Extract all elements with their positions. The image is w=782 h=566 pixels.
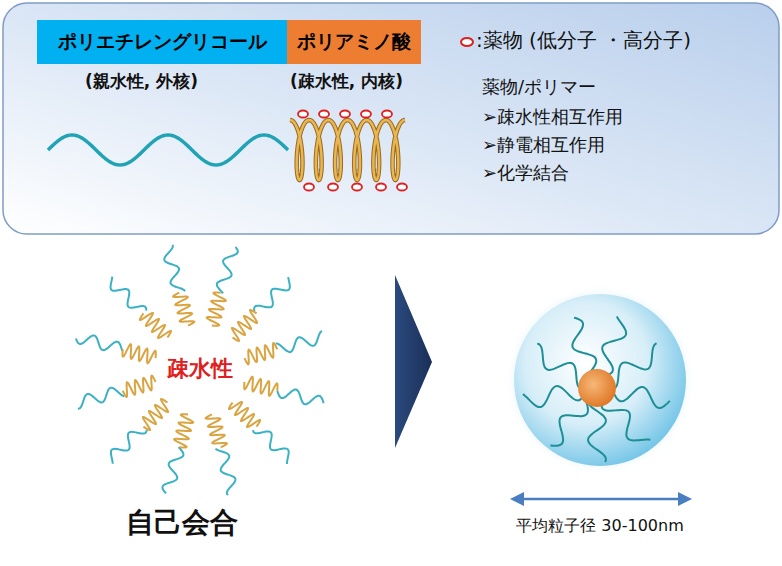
micelle-sphere: [514, 294, 686, 466]
coil-outline: [290, 120, 405, 180]
sphere-peg: [588, 404, 606, 462]
sphere-peg: [615, 343, 656, 387]
micelle-coil: [122, 344, 155, 363]
sphere-peg: [523, 386, 582, 407]
micelle-peg: [277, 390, 323, 405]
drug-dot: [352, 184, 362, 191]
micelle-coil: [244, 377, 277, 396]
sphere-chains: [523, 316, 670, 462]
sphere-peg: [537, 344, 579, 388]
sphere-halo: [504, 284, 696, 476]
drug-dot: [304, 184, 314, 191]
size-arrow: [510, 492, 692, 506]
drug-dots: [298, 111, 407, 191]
sphere-peg: [602, 316, 626, 375]
micelle-coil: [232, 310, 257, 341]
micelle-coil: [206, 414, 227, 447]
drug-dot: [376, 184, 386, 191]
drug-dot: [340, 111, 350, 118]
property-label: (疎水性, 内核): [290, 71, 403, 91]
micelle-peg: [162, 447, 183, 493]
micelle-peg: [111, 430, 147, 464]
micelle-coil: [244, 343, 277, 364]
top-panel: [3, 3, 779, 234]
drug-dot: [298, 111, 308, 118]
property-label: (親水性, 外核): [85, 71, 198, 91]
micelle-coil: [174, 414, 193, 447]
drug-dot: [328, 184, 338, 191]
bullet-item: ➢静電相互作用: [482, 134, 605, 156]
micelle-peg: [254, 277, 290, 311]
sphere-peg: [572, 318, 596, 374]
micelle-core: [578, 369, 616, 407]
legend-note: :薬物 (低分子 ・高分子): [476, 28, 691, 52]
micelle-peg: [111, 277, 147, 311]
process-arrow: [395, 275, 432, 448]
core-label: 疎水性: [167, 356, 233, 382]
micelle-coil: [123, 376, 156, 397]
peg-box: ポリエチレングリコール: [37, 20, 287, 64]
micelle-coil: [229, 402, 260, 427]
micelle-peg: [217, 247, 238, 293]
box-label: ポリエチレングリコール: [58, 29, 267, 55]
micelle-coil: [207, 292, 226, 325]
bullet-item: ➢疎水性相互作用: [482, 106, 623, 128]
drug-dot: [382, 111, 392, 118]
drug-dot: [319, 111, 329, 118]
drug-icon: [461, 38, 473, 46]
peg-chain: [48, 135, 288, 165]
polyamino-coil: [290, 120, 405, 180]
box-label: ポリアミノ酸: [297, 29, 411, 55]
heading-label: 薬物/ポリマー: [482, 76, 596, 98]
micelle-figure: [76, 245, 324, 495]
micelle-coil: [140, 313, 171, 338]
polyamino-box: ポリアミノ酸: [287, 20, 421, 64]
sphere-peg: [613, 387, 670, 408]
caption-label: 自己会合: [126, 506, 238, 540]
micelle-peg: [253, 430, 289, 464]
micelle-peg: [78, 388, 124, 409]
micelle-peg: [215, 449, 235, 495]
sphere-peg: [550, 399, 588, 445]
coil-stroke: [290, 120, 405, 180]
micelle-peg: [276, 331, 322, 352]
bullet-item: ➢化学結合: [482, 162, 569, 184]
drug-dot: [397, 184, 407, 191]
peg-wave: [48, 135, 288, 165]
sphere-peg: [601, 405, 650, 440]
micelle-coil: [173, 293, 194, 326]
drug-dot: [361, 111, 371, 118]
micelle-peg: [164, 245, 185, 291]
micelle-peg: [76, 335, 122, 351]
micelle-coil: [143, 399, 168, 430]
size-label: 平均粒子径 30-100nm: [516, 516, 683, 535]
